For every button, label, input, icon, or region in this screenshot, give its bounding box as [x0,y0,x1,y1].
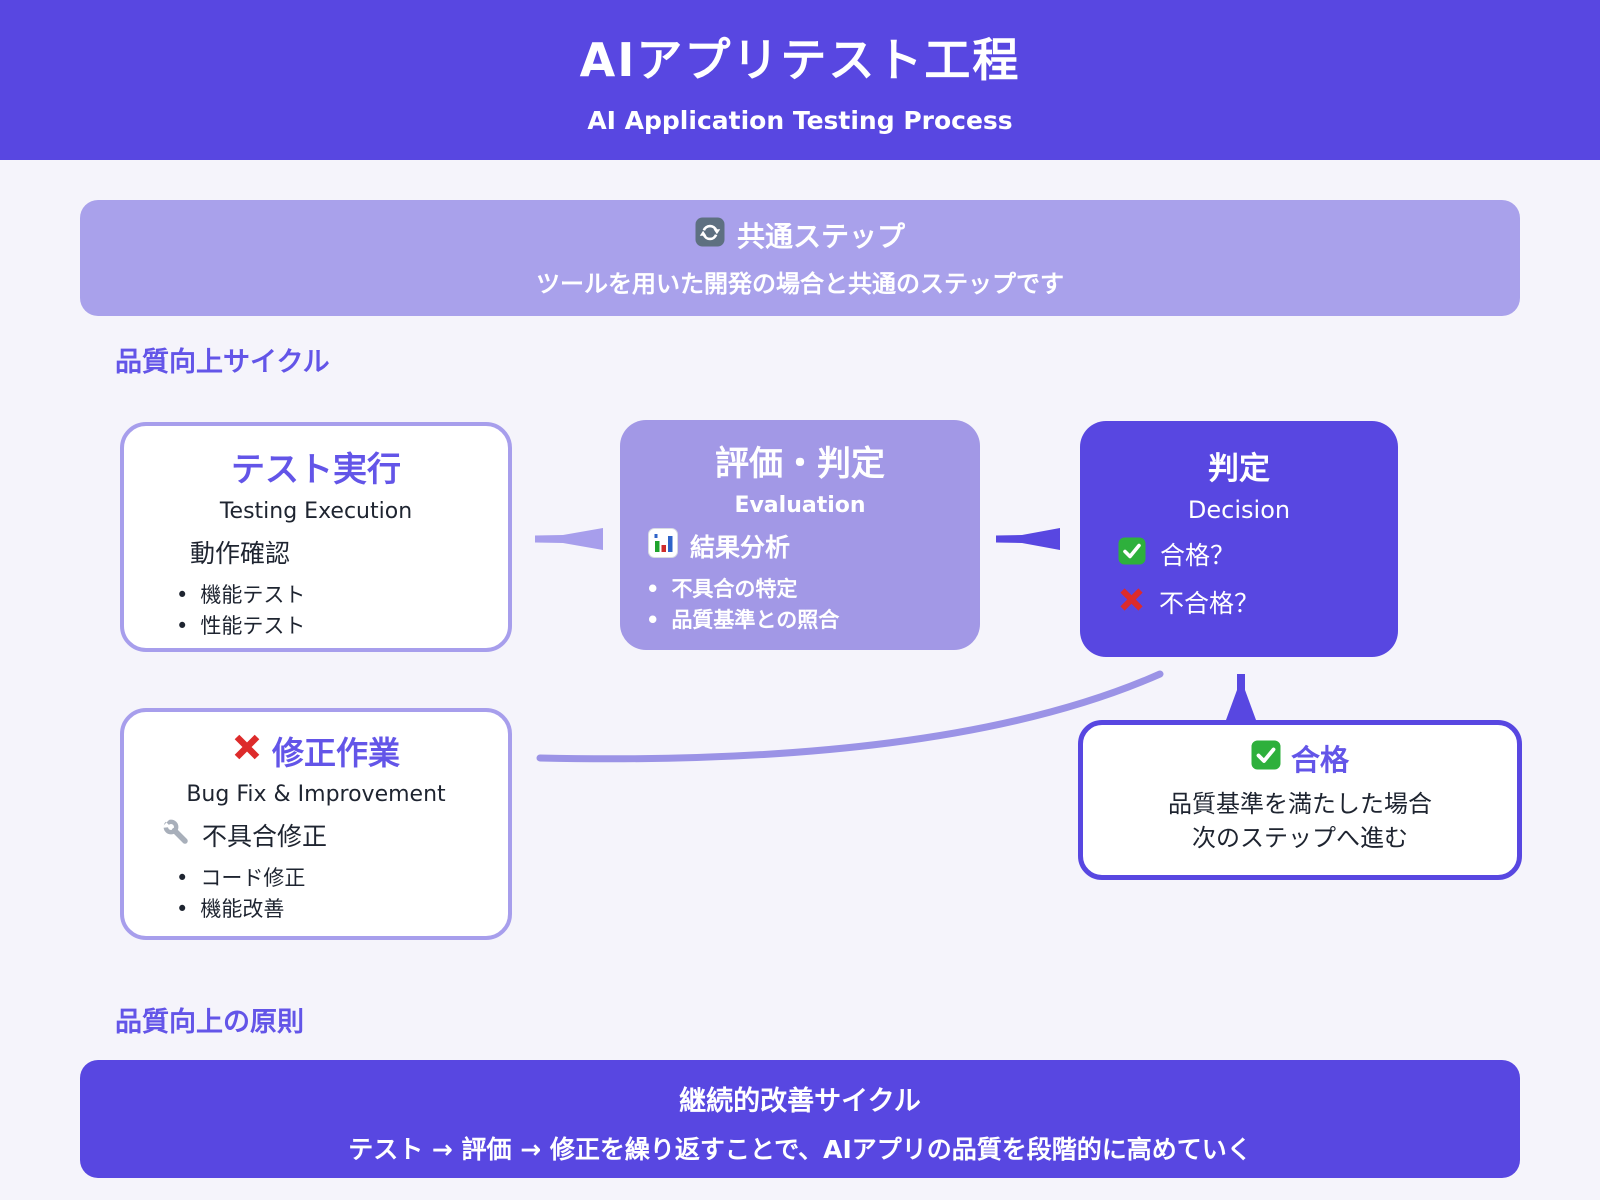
list-item: • コード修正 [176,863,508,894]
pass-card: 合格 品質基準を満たした場合 次のステップへ進む [1078,720,1522,880]
list-item-label: 機能テスト [200,583,306,607]
bug-fix-bullets: • コード修正 • 機能改善 [124,863,508,925]
list-item-label: コード修正 [200,866,306,890]
common-step-banner: 共通ステップ ツールを用いた開発の場合と共通のステップです [80,200,1520,316]
common-step-title-row: 共通ステップ [80,215,1520,255]
bullet-dot: • [176,866,189,890]
decision-subtitle: Decision [1187,496,1291,524]
cross-icon [232,732,262,770]
list-item-label: 不具合の特定 [671,577,798,601]
fix-to-decision-curve [530,660,1175,774]
check-icon [1251,740,1281,777]
cross-icon [1118,586,1145,619]
test-execution-bullets: • 機能テスト • 性能テスト [124,580,508,642]
evaluation-subtitle: Evaluation [734,493,866,518]
evaluation-bullets: • 不具合の特定 • 品質基準との照合 [620,574,980,636]
decision-card: 判定 Decision 合格？ 不合格？ [1080,421,1398,657]
bullet-dot: • [176,897,189,921]
middle-arrow [996,528,1060,554]
footer-title: 継続的改善サイクル [679,1086,921,1117]
pass-title-row: 合格 [1083,737,1517,779]
bullet-dot: • [176,583,189,607]
cycle-section-heading: 品質向上サイクル [115,347,330,378]
pass-line-1: 品質基準を満たした場合 [1168,790,1432,818]
bar-chart-icon [648,528,678,564]
wrench-icon [161,817,190,852]
list-item: • 不具合の特定 [646,574,980,605]
footer-subtitle: テスト → 評価 → 修正を繰り返すことで、AIアプリの品質を段階的に高めていく [348,1135,1252,1164]
bullet-dot: • [646,608,660,632]
bug-fix-title-row: 修正作業 [124,728,508,774]
list-item: • 性能テスト [176,611,508,642]
check-icon [1118,537,1146,571]
bug-fix-title: 修正作業 [271,734,400,772]
decision-to-pass-arrow [1226,674,1256,724]
left-arrow [535,528,603,554]
decision-fail-label: 不合格？ [1159,589,1260,618]
page-title: AIアプリテスト工程 [579,33,1021,87]
test-execution-lead: 動作確認 [190,539,291,568]
evaluation-lead-row: 結果分析 [620,528,980,564]
evaluation-title: 評価・判定 [715,444,885,484]
test-execution-subtitle: Testing Execution [219,499,413,524]
evaluation-card: 評価・判定 Evaluation 結果分析 • 不具合の特定 • 品質基準との照合 [620,420,980,650]
bug-fix-subtitle: Bug Fix & Improvement [186,782,446,807]
test-execution-title: テスト実行 [231,450,401,490]
list-item-label: 性能テスト [200,614,306,638]
decision-title: 判定 [1208,451,1270,487]
page-subtitle: AI Application Testing Process [587,106,1013,135]
pass-title: 合格 [1290,743,1349,777]
decision-fail-item: 不合格？ [1080,584,1398,620]
list-item: • 機能テスト [176,580,508,611]
footer-banner: 継続的改善サイクル テスト → 評価 → 修正を繰り返すことで、AIアプリの品質… [80,1060,1520,1178]
bug-fix-lead-row: 不具合修正 [124,817,508,853]
test-execution-card: テスト実行 Testing Execution 動作確認 • 機能テスト • 性能テ… [120,422,512,652]
common-step-title: 共通ステップ [736,220,905,253]
bullet-dot: • [176,614,189,638]
pass-line-2: 次のステップへ進む [1192,824,1408,852]
bug-fix-card: 修正作業 Bug Fix & Improvement 不具合修正 • コード修正 … [120,708,512,940]
list-item: • 品質基準との照合 [646,605,980,636]
header-banner: AIアプリテスト工程 AI Application Testing Proces… [0,0,1600,160]
list-item-label: 品質基準との照合 [671,608,840,632]
list-item-label: 機能改善 [200,897,285,921]
bug-fix-lead: 不具合修正 [202,822,328,851]
decision-pass-label: 合格？ [1160,541,1236,570]
list-item: • 機能改善 [176,894,508,925]
refresh-icon [695,217,725,254]
decision-pass-item: 合格？ [1080,536,1398,572]
common-step-subtitle: ツールを用いた開発の場合と共通のステップです [536,270,1064,298]
bullet-dot: • [646,577,660,601]
evaluation-lead: 結果分析 [690,533,791,562]
principle-section-heading: 品質向上の原則 [115,1007,304,1038]
